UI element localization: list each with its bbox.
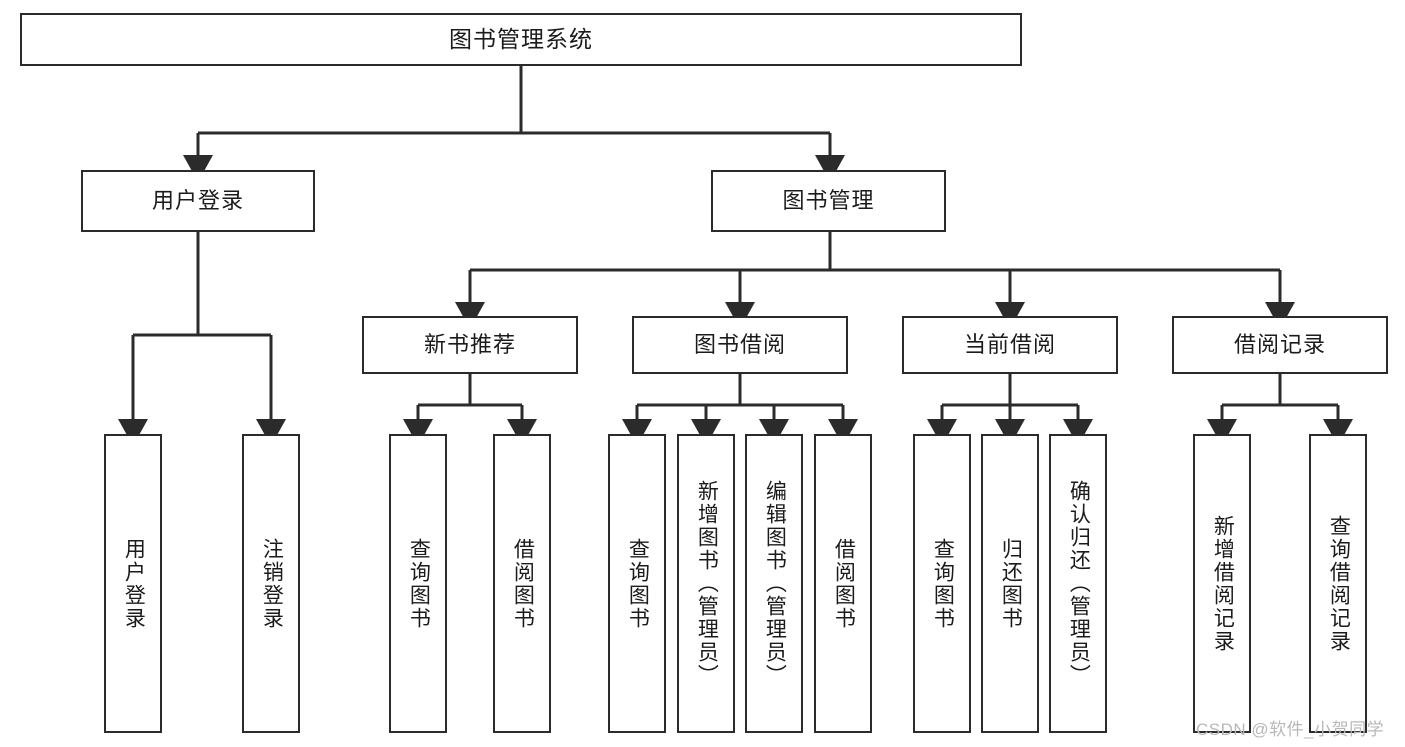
leaf-borrow-book-borrow[interactable]: 借阅图书 (814, 434, 872, 733)
node-current-borrow-label: 当前借阅 (963, 331, 1056, 357)
node-borrow-record-label: 借阅记录 (1233, 331, 1326, 357)
leaf-query-book-borrow-label: 查询图书 (626, 537, 650, 630)
leaf-borrow-book-borrow-label: 借阅图书 (832, 537, 856, 630)
node-new-book-recommend-label: 新书推荐 (423, 331, 516, 357)
leaf-query-book-recommend-label: 查询图书 (407, 537, 431, 630)
leaf-add-borrow-record[interactable]: 新增借阅记录 (1193, 434, 1251, 733)
leaf-confirm-return-admin[interactable]: 确认归还（管理员） (1049, 434, 1107, 733)
node-current-borrow[interactable]: 当前借阅 (902, 316, 1118, 374)
leaf-confirm-return-admin-label: 确认归还（管理员） (1067, 480, 1091, 687)
leaf-edit-book-admin[interactable]: 编辑图书（管理员） (745, 434, 803, 733)
node-book-management[interactable]: 图书管理 (711, 170, 946, 232)
node-book-management-label: 图书管理 (782, 187, 875, 213)
leaf-query-book-borrow[interactable]: 查询图书 (608, 434, 666, 733)
leaf-user-logout[interactable]: 注销登录 (242, 434, 300, 733)
node-book-borrow[interactable]: 图书借阅 (632, 316, 848, 374)
leaf-query-book-current[interactable]: 查询图书 (913, 434, 971, 733)
node-user-login[interactable]: 用户登录 (81, 170, 315, 232)
leaf-edit-book-admin-label: 编辑图书（管理员） (763, 480, 787, 687)
leaf-add-book-admin-label: 新增图书（管理员） (695, 480, 719, 687)
node-user-login-label: 用户登录 (151, 187, 244, 213)
leaf-borrow-book-recommend-label: 借阅图书 (511, 537, 535, 630)
leaf-return-book-label: 归还图书 (999, 537, 1023, 630)
leaf-return-book[interactable]: 归还图书 (981, 434, 1039, 733)
node-root-book-management-system[interactable]: 图书管理系统 (20, 13, 1022, 66)
leaf-query-borrow-record[interactable]: 查询借阅记录 (1309, 434, 1367, 733)
leaf-query-book-current-label: 查询图书 (931, 537, 955, 630)
node-root-label: 图书管理系统 (449, 25, 593, 52)
leaf-query-book-recommend[interactable]: 查询图书 (389, 434, 447, 733)
leaf-query-borrow-record-label: 查询借阅记录 (1327, 514, 1351, 653)
node-book-borrow-label: 图书借阅 (693, 331, 786, 357)
node-new-book-recommend[interactable]: 新书推荐 (362, 316, 578, 374)
leaf-add-borrow-record-label: 新增借阅记录 (1211, 514, 1235, 653)
leaf-user-login[interactable]: 用户登录 (104, 434, 162, 733)
leaf-add-book-admin[interactable]: 新增图书（管理员） (677, 434, 735, 733)
leaf-user-logout-label: 注销登录 (260, 537, 284, 630)
watermark-csdn: CSDN @软件_小贺同学 (1196, 720, 1385, 739)
leaf-borrow-book-recommend[interactable]: 借阅图书 (493, 434, 551, 733)
leaf-user-login-label: 用户登录 (122, 537, 146, 630)
node-borrow-record[interactable]: 借阅记录 (1172, 316, 1388, 374)
